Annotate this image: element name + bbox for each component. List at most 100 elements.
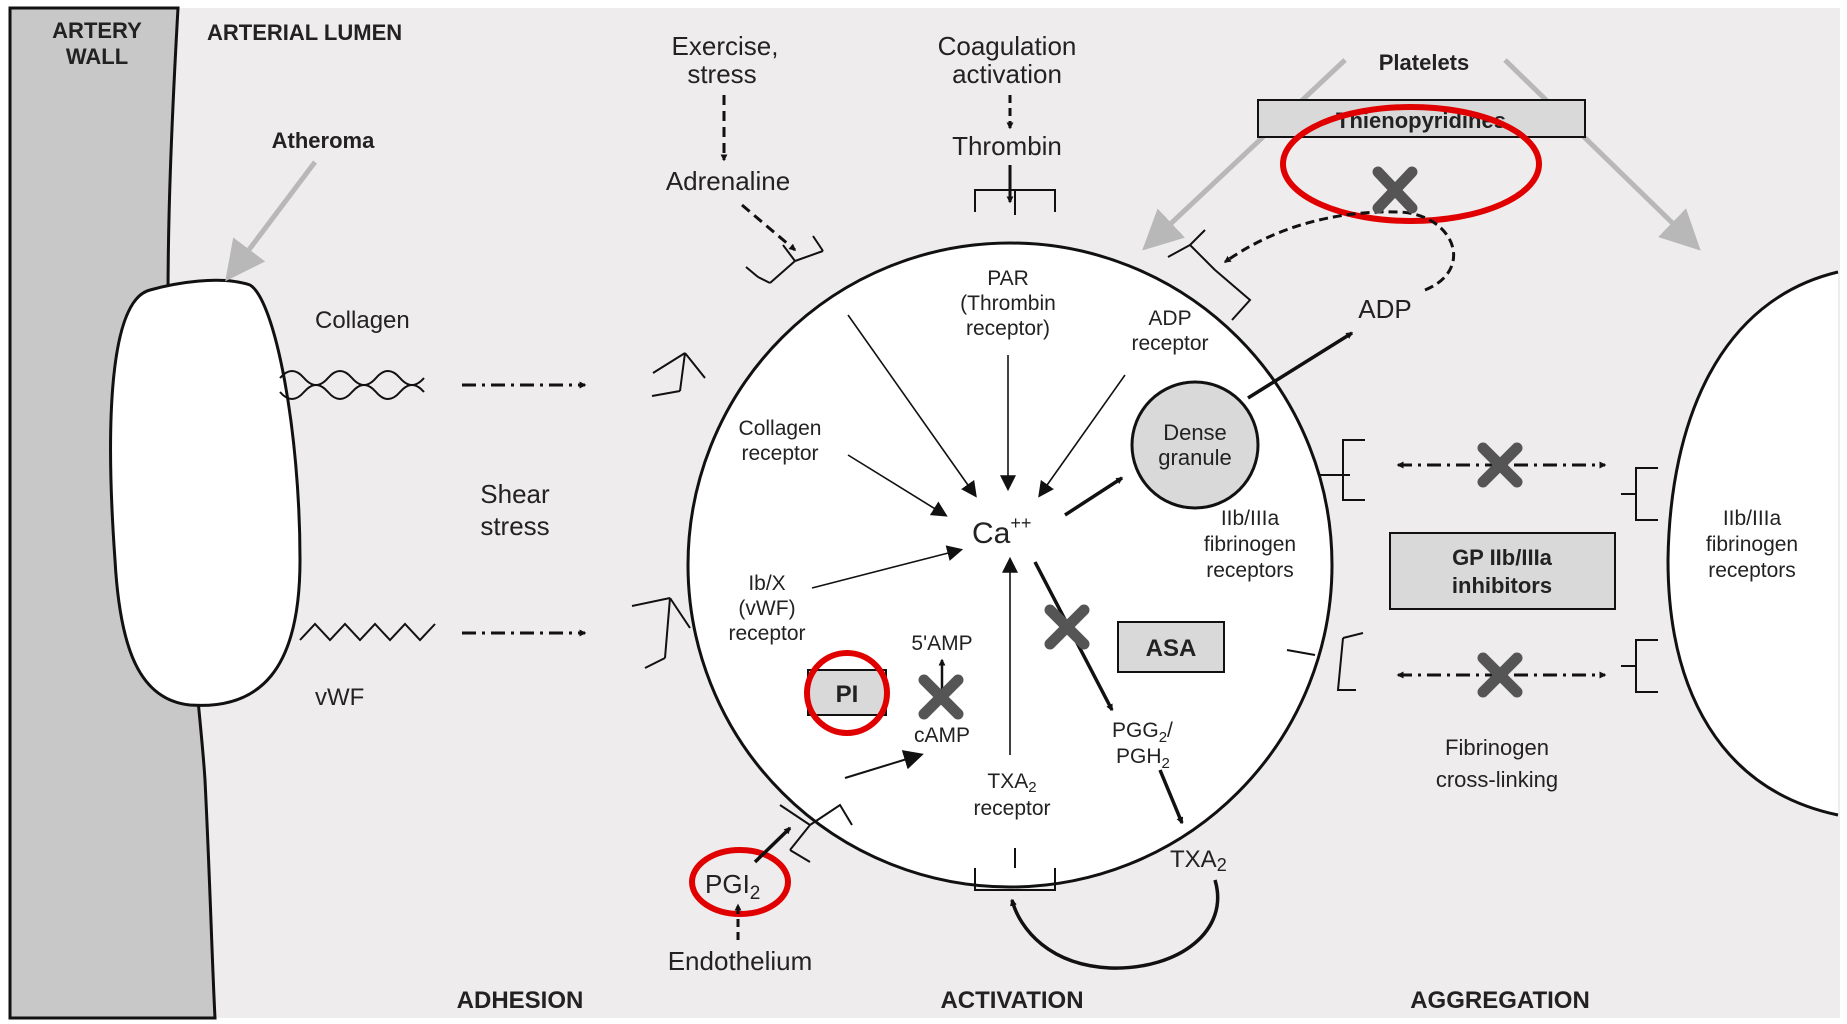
txa2-receptor-label-1: TXA2 bbox=[987, 770, 1036, 796]
pgi2-label: PGI2 bbox=[705, 869, 760, 904]
par-receptor-bracket bbox=[974, 189, 1056, 215]
fibrinogen-receptor-bracket-1 bbox=[1320, 439, 1365, 501]
txa2-out-sub: 2 bbox=[1217, 855, 1227, 875]
pgi2-to-camp-arrow bbox=[844, 750, 924, 779]
adp-receptor-label-1: ADP bbox=[1148, 307, 1191, 330]
ibx-to-calcium-arrow bbox=[811, 545, 964, 589]
vwf-fiber bbox=[299, 622, 436, 642]
pgh2-to-txa2-arrow bbox=[1158, 769, 1184, 825]
par-label-1: PAR bbox=[987, 267, 1029, 290]
ibx-label-2: (vWF) bbox=[738, 597, 795, 620]
arterial-lumen-label: ARTERIAL LUMEN bbox=[207, 20, 402, 45]
pgi2-highlight bbox=[689, 847, 791, 917]
thienopyridines-highlight bbox=[1280, 104, 1542, 224]
txa2-feedback-arrow bbox=[1010, 879, 1220, 970]
exercise-label-2: stress bbox=[687, 59, 756, 89]
shear-label-2: stress bbox=[480, 511, 549, 541]
par-label-2: (Thrombin bbox=[960, 292, 1056, 315]
camp-x-icon bbox=[918, 674, 964, 720]
collagen-to-calcium-arrow bbox=[847, 454, 948, 517]
collagen-receptor-label-2: receptor bbox=[741, 442, 818, 465]
asa-x-icon bbox=[1044, 604, 1090, 650]
txa2-receptor-label-2: receptor bbox=[973, 797, 1050, 820]
asa-label: ASA bbox=[1146, 635, 1197, 662]
ibx-label-1: Ib/X bbox=[748, 572, 785, 595]
calcium-to-dense-arrow bbox=[1064, 476, 1124, 517]
gp-inhibitors-label-2: inhibitors bbox=[1452, 573, 1552, 598]
right-fibrinogen-label-1: IIb/IIIa bbox=[1723, 507, 1782, 530]
pgi2-sub: 2 bbox=[750, 883, 761, 904]
inhibition-marks bbox=[918, 166, 1523, 720]
adp-receptor-bracket bbox=[1167, 229, 1252, 321]
adp-feedback-arrow bbox=[1223, 210, 1456, 292]
endothelium-label: Endothelium bbox=[668, 946, 813, 976]
dense-to-adp-arrow bbox=[1247, 331, 1354, 400]
crosslink-label-2: cross-linking bbox=[1436, 767, 1558, 792]
dense-granule bbox=[1130, 380, 1260, 510]
asa-box bbox=[1117, 621, 1225, 673]
gp-x-icon-1 bbox=[1477, 442, 1523, 488]
pgh2-label: PGH2 bbox=[1116, 745, 1170, 772]
dense-granule-label-2: granule bbox=[1158, 445, 1231, 470]
platelets-label: Platelets bbox=[1379, 50, 1470, 75]
phase-adhesion-label: ADHESION bbox=[457, 987, 584, 1014]
right-platelet-receptor-1 bbox=[1621, 467, 1658, 521]
platelets-left-arrow bbox=[1142, 58, 1347, 251]
pgi2-main: PGI bbox=[705, 869, 750, 899]
ibx-label-3: receptor bbox=[728, 622, 805, 645]
thrombin-label: Thrombin bbox=[952, 131, 1062, 161]
amp5-label: 5'AMP bbox=[911, 632, 972, 655]
receptor-brackets bbox=[631, 189, 1658, 891]
atheroma-pointer-arrow bbox=[225, 160, 317, 282]
adjacent-platelet bbox=[1666, 270, 1839, 817]
adrenaline-to-calcium-arrow bbox=[847, 314, 977, 498]
adp-to-calcium-arrow bbox=[1038, 374, 1126, 498]
atheroma-label: Atheroma bbox=[272, 128, 375, 153]
calcium-charge: ++ bbox=[1010, 513, 1031, 533]
txa2-out-main: TXA bbox=[1170, 846, 1217, 873]
collagen-label: Collagen bbox=[315, 307, 410, 334]
adrenaline-arrow bbox=[741, 203, 797, 252]
pgh2-sub: 2 bbox=[1162, 755, 1170, 772]
vwf-receptor-bracket bbox=[631, 597, 691, 669]
fibrinogen-receptors-label-1: IIb/IIIa bbox=[1221, 507, 1280, 530]
txa2-receptor-bracket bbox=[974, 848, 1056, 891]
calcium-main: Ca bbox=[972, 517, 1011, 550]
collagen-receptor-label-1: Collagen bbox=[739, 417, 822, 440]
fibrinogen-receptors-label-2: fibrinogen bbox=[1204, 533, 1296, 556]
adp-label: ADP bbox=[1358, 294, 1411, 324]
calcium-label: Ca++ bbox=[972, 513, 1031, 550]
artery-wall-label-1: ARTERY bbox=[52, 18, 142, 43]
collagen-fiber-2 bbox=[279, 384, 425, 400]
pgh2-main: PGH bbox=[1116, 745, 1162, 768]
calcium-inputs bbox=[811, 314, 1126, 755]
coag-label-2: activation bbox=[952, 59, 1062, 89]
right-fibrinogen-label-3: receptors bbox=[1708, 559, 1796, 582]
pi-highlight bbox=[804, 650, 890, 736]
platelets-right-arrow bbox=[1503, 58, 1701, 251]
coag-label-1: Coagulation bbox=[938, 31, 1077, 61]
adrenaline-receptor-bracket bbox=[745, 235, 824, 284]
adp-receptor-label-2: receptor bbox=[1131, 332, 1208, 355]
collagen-receptor-bracket bbox=[651, 352, 706, 397]
txa2-receptor-sub: 2 bbox=[1028, 779, 1036, 796]
txa2-receptor-main: TXA bbox=[987, 770, 1028, 793]
phase-aggregation-label: AGGREGATION bbox=[1410, 987, 1590, 1014]
phase-activation-label: ACTIVATION bbox=[940, 987, 1083, 1014]
crosslink-label-1: Fibrinogen bbox=[1445, 735, 1549, 760]
right-fibrinogen-label-2: fibrinogen bbox=[1706, 533, 1798, 556]
dense-granule-label-1: Dense bbox=[1163, 420, 1227, 445]
thienopyridines-x-icon bbox=[1372, 166, 1418, 214]
vwf-label: vWF bbox=[315, 684, 364, 711]
fibrinogen-receptors-label-3: receptors bbox=[1206, 559, 1294, 582]
pgg2-main: PGG bbox=[1112, 719, 1159, 742]
pgi2-receptor-bracket bbox=[779, 803, 853, 863]
exercise-label-1: Exercise, bbox=[672, 31, 779, 61]
adrenaline-label: Adrenaline bbox=[666, 166, 790, 196]
pgg2-sub: 2 bbox=[1159, 729, 1167, 746]
gp-inhibitors-label-1: GP IIb/IIIa bbox=[1452, 545, 1553, 570]
artery-wall-label-2: WALL bbox=[66, 44, 128, 69]
collagen-fiber-1 bbox=[279, 370, 425, 386]
